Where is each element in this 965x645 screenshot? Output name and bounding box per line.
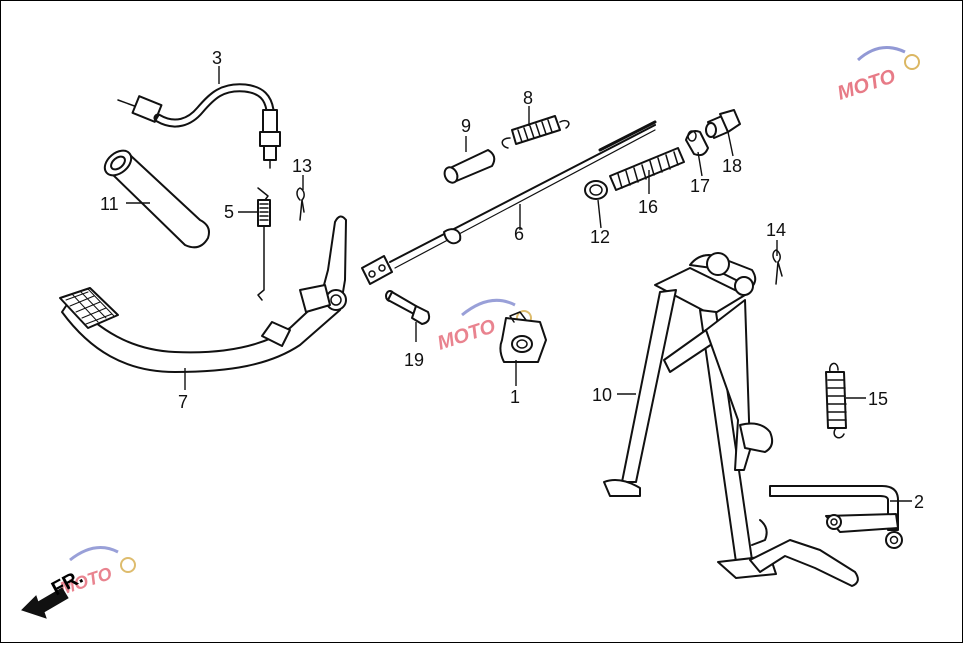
callout-12: 12 — [590, 227, 610, 247]
part-17-joint — [685, 130, 709, 157]
part-18-adjusting-nut — [705, 109, 741, 139]
part-5-spring — [257, 187, 271, 301]
callout-16: 16 — [638, 197, 658, 217]
watermark-logo-top-right: MOTO — [835, 46, 920, 105]
watermark-text: MOTO — [835, 65, 899, 104]
callout-7: 7 — [178, 392, 188, 412]
callout-8: 8 — [523, 88, 533, 108]
part-7-brake-pedal — [59, 215, 347, 373]
callout-numbers: 3 11 5 13 7 9 8 6 19 1 12 16 17 18 14 15… — [100, 48, 924, 512]
part-19-clevis-pin — [385, 290, 431, 325]
callout-9: 9 — [461, 116, 471, 136]
callout-11: 11 — [100, 194, 119, 214]
callout-6: 6 — [514, 224, 524, 244]
part-2-side-stand-arm — [769, 485, 903, 549]
callout-3: 3 — [212, 48, 222, 68]
part-8-spring — [501, 115, 570, 149]
part-15-stand-spring — [825, 362, 847, 439]
part-16-spring — [609, 147, 685, 191]
callout-15: 15 — [868, 389, 888, 409]
part-1-bracket — [499, 311, 547, 363]
callout-19: 19 — [404, 350, 424, 370]
callout-2: 2 — [914, 492, 924, 512]
callout-17: 17 — [690, 176, 710, 196]
callout-13: 13 — [292, 156, 312, 176]
watermark-text: MOTO — [435, 315, 499, 354]
part-11-pivot-shaft — [103, 149, 210, 249]
part-3-switch-cable — [117, 83, 281, 169]
leader-lines — [126, 66, 912, 502]
callout-10: 10 — [592, 385, 612, 405]
callout-5: 5 — [224, 202, 234, 222]
callout-14: 14 — [766, 220, 786, 240]
part-12-washer — [584, 180, 608, 200]
part-10-main-stand — [603, 252, 859, 587]
callout-1: 1 — [510, 387, 520, 407]
part-13-cotter-pin — [296, 187, 305, 221]
part-9-sleeve — [443, 149, 496, 184]
part-14-cotter-pin — [772, 249, 783, 285]
part-6-brake-rod — [361, 120, 657, 285]
callout-18: 18 — [722, 156, 742, 176]
